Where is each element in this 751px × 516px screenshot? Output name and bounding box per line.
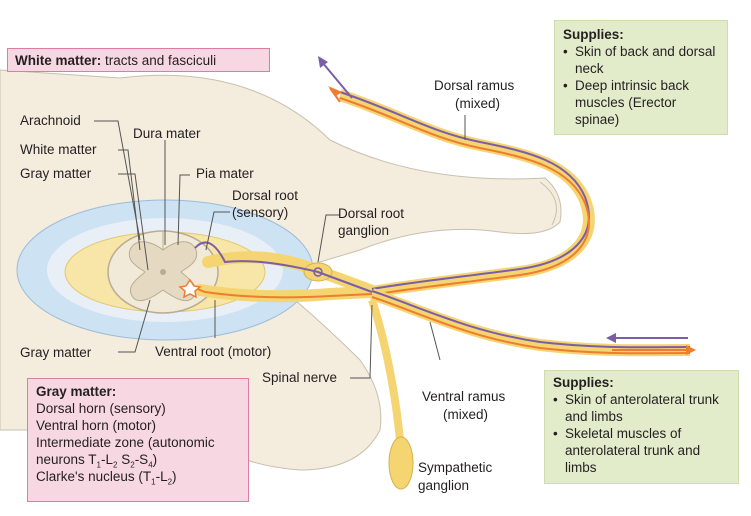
supplies-top-item: Skin of back and dorsal neck: [563, 43, 719, 77]
ventral-ramus-band: [370, 288, 691, 357]
label-ventral-ramus-mixed: (mixed): [443, 407, 489, 422]
white-matter-box-title: White matter:: [15, 53, 102, 68]
supplies-top-box: Supplies: Skin of back and dorsal neck D…: [554, 20, 728, 135]
label-dura-mater: Dura mater: [133, 126, 201, 141]
supplies-top-list: Skin of back and dorsal neck Deep intrin…: [563, 43, 719, 128]
gray-matter-box-title: Gray matter:: [36, 384, 117, 399]
label-drg-ganglion: ganglion: [338, 223, 390, 238]
label-gray-matter-bottom: Gray matter: [20, 345, 92, 360]
gray-matter-line-clarkes-nucleus: Clarke's nucleus (T1-L2): [36, 469, 177, 487]
gray-matter-line-ventral-horn: Ventral horn (motor): [36, 418, 157, 433]
white-matter-box-text: tracts and fasciculi: [105, 53, 217, 68]
label-dorsal-ramus-mixed: (mixed): [455, 96, 501, 111]
label-spinal-nerve: Spinal nerve: [262, 370, 338, 385]
label-dorsal-ramus: Dorsal ramus: [434, 78, 515, 93]
sympathetic-ganglion: [388, 436, 414, 490]
label-ventral-root: Ventral root (motor): [155, 344, 272, 359]
gray-matter-line-autonomic-neurons: neurons T1-L2 S2-S4): [36, 452, 158, 470]
white-matter-box: White matter: tracts and fasciculi: [7, 48, 270, 72]
label-gray-matter-top: Gray matter: [20, 166, 92, 181]
gray-matter-box: Gray matter: Dorsal horn (sensory) Ventr…: [27, 378, 249, 502]
supplies-bottom-item: Skin of anterolateral trunk and limbs: [553, 391, 730, 425]
label-dorsal-root-sensory: (sensory): [232, 205, 289, 220]
label-white-matter: White matter: [20, 142, 97, 157]
label-ventral-ramus: Ventral ramus: [422, 389, 506, 404]
supplies-bottom-item: Skeletal muscles of anterolateral trunk …: [553, 425, 730, 476]
supplies-top-title: Supplies:: [563, 27, 624, 42]
supplies-bottom-box: Supplies: Skin of anterolateral trunk an…: [544, 370, 739, 484]
supplies-bottom-title: Supplies:: [553, 375, 614, 390]
label-sympathetic: Sympathetic: [418, 460, 493, 475]
label-arachnoid: Arachnoid: [20, 113, 81, 128]
gray-matter-line-intermediate: Intermediate zone (autonomic: [36, 435, 215, 450]
label-dorsal-root: Dorsal root: [232, 188, 299, 203]
motor-neuron: [178, 278, 202, 299]
supplies-bottom-list: Skin of anterolateral trunk and limbs Sk…: [553, 391, 730, 476]
label-drg: Dorsal root: [338, 206, 405, 221]
supplies-top-item: Deep intrinsic back muscles (Erector spi…: [563, 77, 719, 128]
gray-matter-line-dorsal-horn: Dorsal horn (sensory): [36, 401, 166, 416]
label-pia-mater: Pia mater: [196, 166, 254, 181]
label-sympathetic-ganglion: ganglion: [418, 478, 470, 493]
